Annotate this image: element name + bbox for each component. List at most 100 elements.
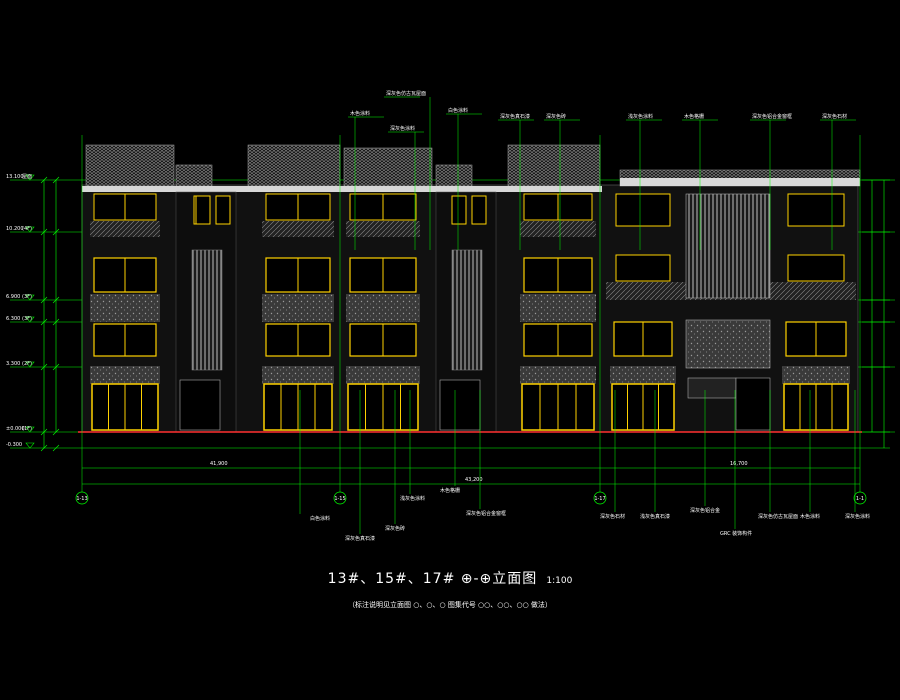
- dimension-tick: [40, 176, 48, 184]
- building-elevation: [78, 144, 862, 433]
- material-callout-label: 深灰色仿古瓦屋面: [386, 90, 426, 97]
- material-callout-label: 木色格栅: [684, 113, 704, 120]
- dimension-tick: [52, 228, 60, 236]
- decorative-screen: [685, 319, 771, 369]
- small-window: [471, 195, 487, 225]
- dimension-tick: [52, 444, 60, 452]
- stone-band: [346, 294, 420, 322]
- level-elevation: 6.300: [6, 316, 20, 322]
- material-callout-label: 深灰色真石漆: [500, 113, 530, 120]
- entry-door: [179, 379, 221, 431]
- material-callout-label: GRC 装饰构件: [720, 530, 752, 537]
- dimension-tick: [40, 318, 48, 326]
- entry-door-right: [735, 377, 771, 431]
- small-window: [215, 195, 231, 225]
- dimension-tick: [40, 428, 48, 436]
- window-top: [787, 193, 845, 227]
- roof-tiles: [343, 147, 433, 187]
- dimension-tick: [52, 363, 60, 371]
- stone-band-lower: [90, 366, 160, 384]
- material-callout-label: 白色涂料: [448, 107, 468, 114]
- material-callout-label: 深灰色涂料: [390, 125, 415, 132]
- stone-band-lower: [610, 366, 676, 384]
- material-callout-label: 深灰色砖: [385, 525, 405, 532]
- material-callout-label: 浅灰色涂料: [628, 113, 653, 120]
- grid-axis-label: 1-17: [594, 496, 605, 502]
- material-callout-label: 白色涂料: [310, 515, 330, 522]
- grid-axis-bubble: [853, 491, 867, 505]
- stone-band: [520, 294, 596, 322]
- grid-axis-label: 1-1: [856, 496, 864, 502]
- level-marker-icon: [25, 426, 35, 433]
- level-label: (3F): [22, 294, 32, 300]
- stone-band-lower: [520, 366, 596, 384]
- drawing-subtitle: （标注说明见立面图 ○、○、○ 图集代号 ○○、○○、○○ 做法）: [348, 601, 552, 609]
- level-label: (3F): [22, 316, 32, 322]
- stone-band-lower: [346, 366, 420, 384]
- material-callout-label: 木色涂料: [350, 110, 370, 117]
- material-callout-label: 木色格栅: [440, 487, 460, 494]
- dimension-tick: [52, 296, 60, 304]
- entry-door: [439, 379, 481, 431]
- level-elevation: 13.100: [6, 174, 24, 180]
- dimension-tick: [40, 363, 48, 371]
- window-3f: [787, 254, 845, 282]
- dimension-tick: [52, 428, 60, 436]
- material-callout-label: 深灰色真石漆: [345, 535, 375, 542]
- level-label: (2F): [22, 361, 32, 367]
- material-callout-label: 深灰色石材: [822, 113, 847, 120]
- drawing-title: 13#、15#、17# ⊕-⊕立面图 1:100: [0, 568, 900, 588]
- dimension-tick: [40, 296, 48, 304]
- level-marker-icon: [25, 226, 35, 233]
- window-3f: [615, 254, 671, 282]
- vertical-louver: [191, 249, 223, 371]
- balcony-band: [90, 221, 160, 237]
- eave-band: [82, 186, 602, 192]
- level-marker-icon: [25, 294, 35, 301]
- material-callout-label: 深灰色石材: [600, 513, 625, 520]
- roof-tiles: [247, 144, 341, 187]
- material-callout-label: 深灰色铝合金: [690, 507, 720, 514]
- material-callout-label: 深灰色铝合金窗框: [752, 113, 792, 120]
- level-elevation: -0.300: [6, 442, 22, 448]
- sign-panel: [687, 377, 737, 399]
- dimension-lines: 41,900 43,200 16,700 1-13 1-15 1-17 1-1: [40, 135, 885, 505]
- material-callout-label: 木色涂料: [800, 513, 820, 520]
- balcony-band: [520, 221, 596, 237]
- level-label: (4F): [22, 226, 32, 232]
- grid-axis-bubble: [75, 491, 89, 505]
- window-top: [615, 193, 671, 227]
- dimension-total: 43,200: [465, 477, 483, 483]
- level-marker-icon: [25, 361, 35, 368]
- dimension-left: 41,900: [210, 461, 228, 467]
- drawing-title-text: 13#、15#、17# ⊕-⊕立面图: [327, 571, 538, 587]
- material-callout-label: 浅灰色真石漆: [640, 513, 670, 520]
- roof-tiles: [85, 144, 175, 187]
- level-elevation: 6.900: [6, 294, 20, 300]
- level-elevation: 3.300: [6, 361, 20, 367]
- level-marker-icon: [25, 316, 35, 323]
- central-louver: [685, 193, 771, 299]
- small-window: [195, 195, 211, 225]
- balcony-band: [262, 221, 334, 237]
- balcony-band: [346, 221, 420, 237]
- small-window: [451, 195, 467, 225]
- level-label: 屋面: [22, 174, 32, 180]
- level-marker-icon: [25, 174, 35, 181]
- roof-tiles: [175, 164, 213, 187]
- dimension-tick: [52, 318, 60, 326]
- dimension-tick: [52, 176, 60, 184]
- material-callout-label: 深灰色涂料: [845, 513, 870, 520]
- grid-axis-label: 1-13: [76, 496, 87, 502]
- stone-band-lower: [782, 366, 850, 384]
- stone-band-lower: [262, 366, 334, 384]
- grid-axis-bubble: [593, 491, 607, 505]
- roof-tiles: [507, 144, 601, 187]
- level-elevation: ±0.000: [6, 426, 25, 432]
- eave-band-right: [620, 178, 860, 186]
- grid-axis-label: 1-15: [334, 496, 345, 502]
- material-callout-label: 浅灰色涂料: [400, 495, 425, 502]
- dimension-right: 16,700: [730, 461, 748, 467]
- stone-band: [262, 294, 334, 322]
